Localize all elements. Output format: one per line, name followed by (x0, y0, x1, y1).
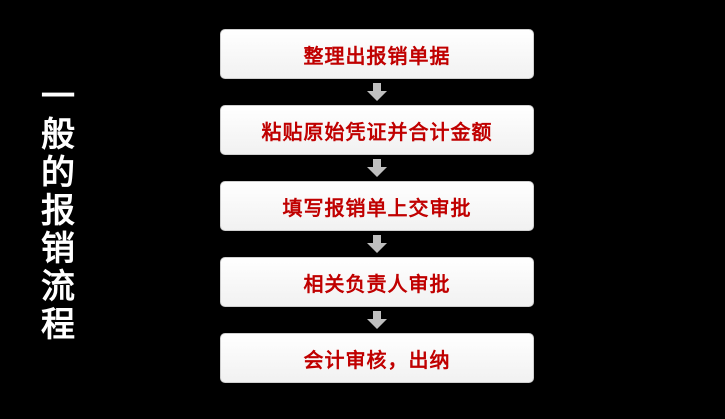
step-box-1: 整理出报销单据 (220, 29, 534, 79)
title-char: 报 (41, 191, 75, 231)
title-char: 的 (41, 153, 75, 193)
down-arrow-icon (220, 231, 534, 257)
step-box-4: 相关负责人审批 (220, 257, 534, 307)
title-char: 程 (41, 305, 75, 345)
title-char: 一 (41, 77, 75, 117)
step-box-3: 填写报销单上交审批 (220, 181, 534, 231)
title-char: 流 (41, 267, 75, 307)
down-arrow-icon (220, 155, 534, 181)
title-char: 般 (41, 115, 75, 155)
down-arrow-icon (220, 79, 534, 105)
step-box-5: 会计审核，出纳 (220, 333, 534, 383)
down-arrow-icon (220, 307, 534, 333)
process-flow: 整理出报销单据 粘贴原始凭证并合计金额 填写报销单上交审批 相关负责人审批 会计… (220, 29, 534, 383)
step-box-2: 粘贴原始凭证并合计金额 (220, 105, 534, 155)
vertical-title: 一 般 的 报 销 流 程 (38, 78, 78, 344)
title-char: 销 (41, 229, 75, 269)
